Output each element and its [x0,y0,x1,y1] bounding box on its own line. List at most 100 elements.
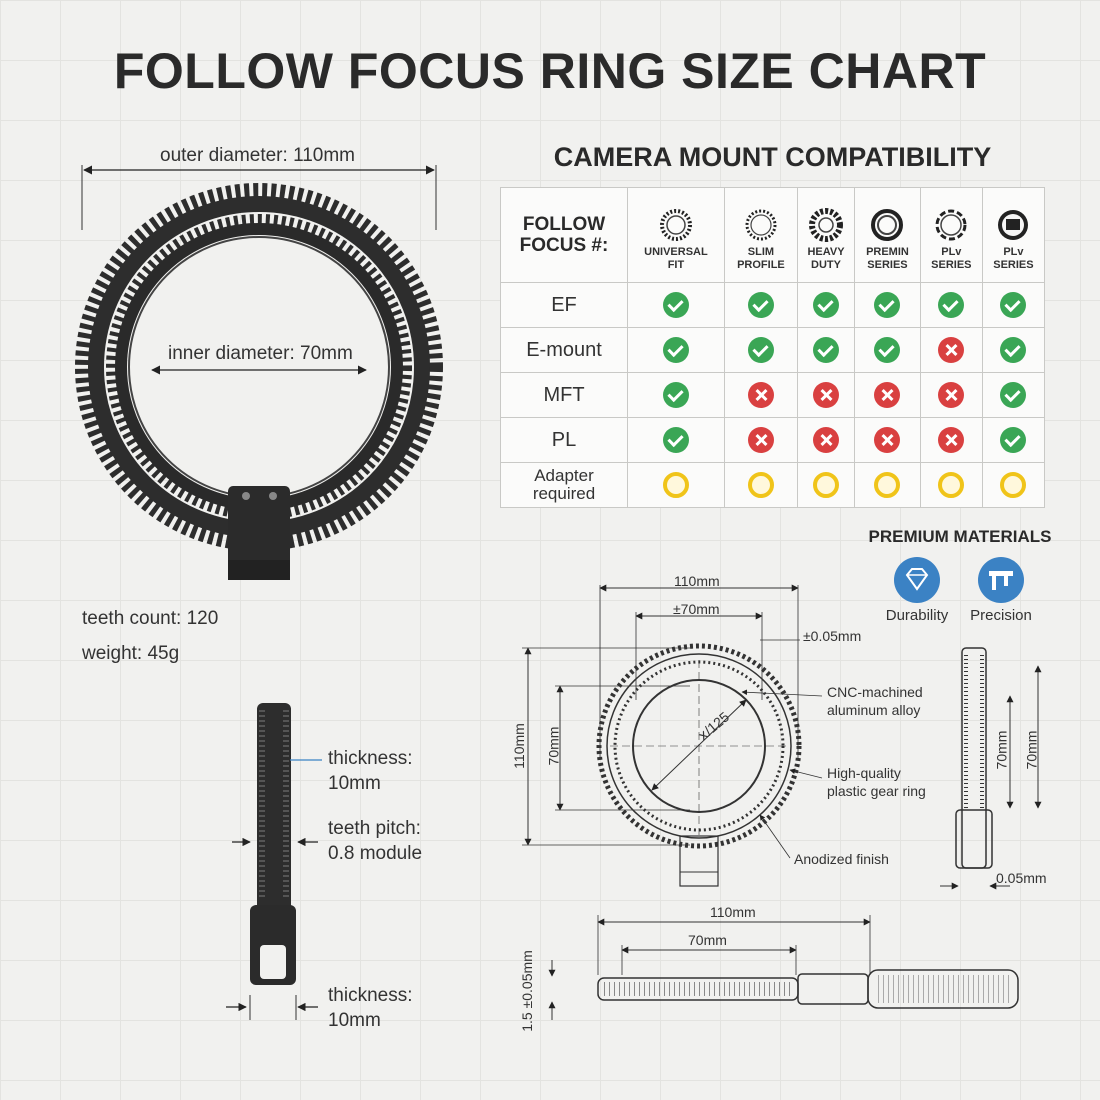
compat-cell [796,417,856,463]
mount-name-line2: SERIES [931,259,972,271]
compat-cell [627,462,725,508]
compat-row-label: E-mount [526,338,602,361]
check-icon [747,337,774,363]
adapter-circle-icon [938,472,965,498]
slim-ring-icon [745,209,777,241]
cross-icon [874,382,901,408]
compat-cell [627,417,725,463]
cross-icon [747,382,774,408]
adapter-circle-icon [874,472,901,498]
side-70b-label: 70mm [1023,730,1040,770]
thickness2-label-line2: 10mm [328,1010,381,1031]
compat-cell [919,417,983,463]
compat-cell [796,282,856,328]
mount-header: SLIM PROFILE [723,187,798,283]
caliper-icon [978,557,1024,603]
plv-ring-icon [935,209,967,241]
compat-cell [981,372,1046,418]
page-title: FOLLOW FOCUS RING SIZE CHART [113,43,987,99]
adapter-circle-icon [747,472,774,498]
check-icon [813,337,840,363]
compat-cell [796,327,856,373]
check-icon [1000,292,1027,318]
tech-110-label: 110mm [674,573,720,589]
compat-cell [723,282,798,328]
hq-label-line2: plastic gear ring [827,783,926,799]
precision-label: Precision [970,607,1032,624]
adapter-circle-icon [1000,472,1027,498]
bottom-thickness-label: 1.5 ±0.05mm [518,950,535,1032]
check-icon [874,292,901,318]
tech-bottom-view [548,915,1019,1020]
mount-name-line1: PLv [941,246,962,258]
tech-front-view [522,584,823,887]
thickness2-label-line1: thickness: [328,985,413,1006]
compat-cell [854,372,921,418]
mount-name-line2: PROFILE [737,259,785,271]
compat-cell [981,282,1046,328]
compat-cell [627,327,725,373]
bottom-70-label: 70mm [688,932,727,948]
teeth-pitch-label-line1: teeth pitch: [328,818,421,839]
cross-icon [747,427,774,453]
mount-name-line1: PLv [1003,246,1024,258]
mount-name-line1: HEAVY [807,246,845,258]
check-icon [662,382,689,408]
check-icon [662,292,689,318]
mount-name-line2: FIT [667,259,685,271]
compat-cell [854,327,921,373]
mount-header: HEAVY DUTY [796,187,856,283]
mount-header: PLv SERIES [981,187,1046,283]
cnc-label-line1: CNC-machined [827,684,923,700]
tech-side-view [940,647,1042,890]
thickness-label-line2: 10mm [328,773,381,794]
cnc-label-line2: aluminum alloy [827,702,921,718]
thickness-label-line1: thickness: [328,748,413,769]
cross-icon [813,427,840,453]
check-icon [1000,337,1027,363]
compat-row-label-line: Adapter [534,466,594,485]
mount-header: UNIVERSAL FIT [627,187,725,283]
adapter-circle-icon [662,472,689,498]
adapter-circle-icon [813,472,840,498]
check-icon [874,337,901,363]
check-icon [662,427,689,453]
compat-cell [627,282,725,328]
compat-row: E-mount [500,327,1046,373]
cross-icon [938,382,965,408]
tech-v110-label: 110mm [510,723,527,769]
compat-cell [981,327,1046,373]
compat-row: EF [500,282,1046,328]
side-005-label: 0.05mm [996,870,1047,886]
compat-title: CAMERA MOUNT COMPATIBILITY [553,142,992,172]
compat-cell [627,372,725,418]
tolerance-label: ±0.05mm [803,628,862,644]
check-icon [662,337,689,363]
compat-cell [796,462,856,508]
cross-icon [813,382,840,408]
compat-cell [854,417,921,463]
compat-header-row: FOLLOW FOCUS #: UNIVERSAL FIT SLIM PROFI… [500,187,1046,283]
side-70a-label: 70mm [993,730,1010,770]
compat-row-label-cell: MFT [500,372,628,418]
inner-diameter-label: inner diameter: 70mm [166,343,355,365]
compat-row: MFT [500,372,1046,418]
anodized-label: Anodized finish [794,851,889,867]
compat-cell [723,417,798,463]
compat-cell [723,462,798,508]
compat-row-label: MFT [543,383,585,406]
ring-clamp [228,486,290,580]
compat-row-label-line: required [532,484,596,503]
cross-icon [938,337,965,363]
mount-name-line1: SLIM [747,246,775,258]
follow-focus-label-line2: FOCUS #: [519,235,609,256]
compat-cell [723,327,798,373]
compat-cell [854,462,921,508]
hq-label-line1: High-quality [827,765,901,781]
cross-icon [938,427,965,453]
compat-row-label-cell: E-mount [500,327,628,373]
teeth-count-label: teeth count: 120 [82,608,219,629]
